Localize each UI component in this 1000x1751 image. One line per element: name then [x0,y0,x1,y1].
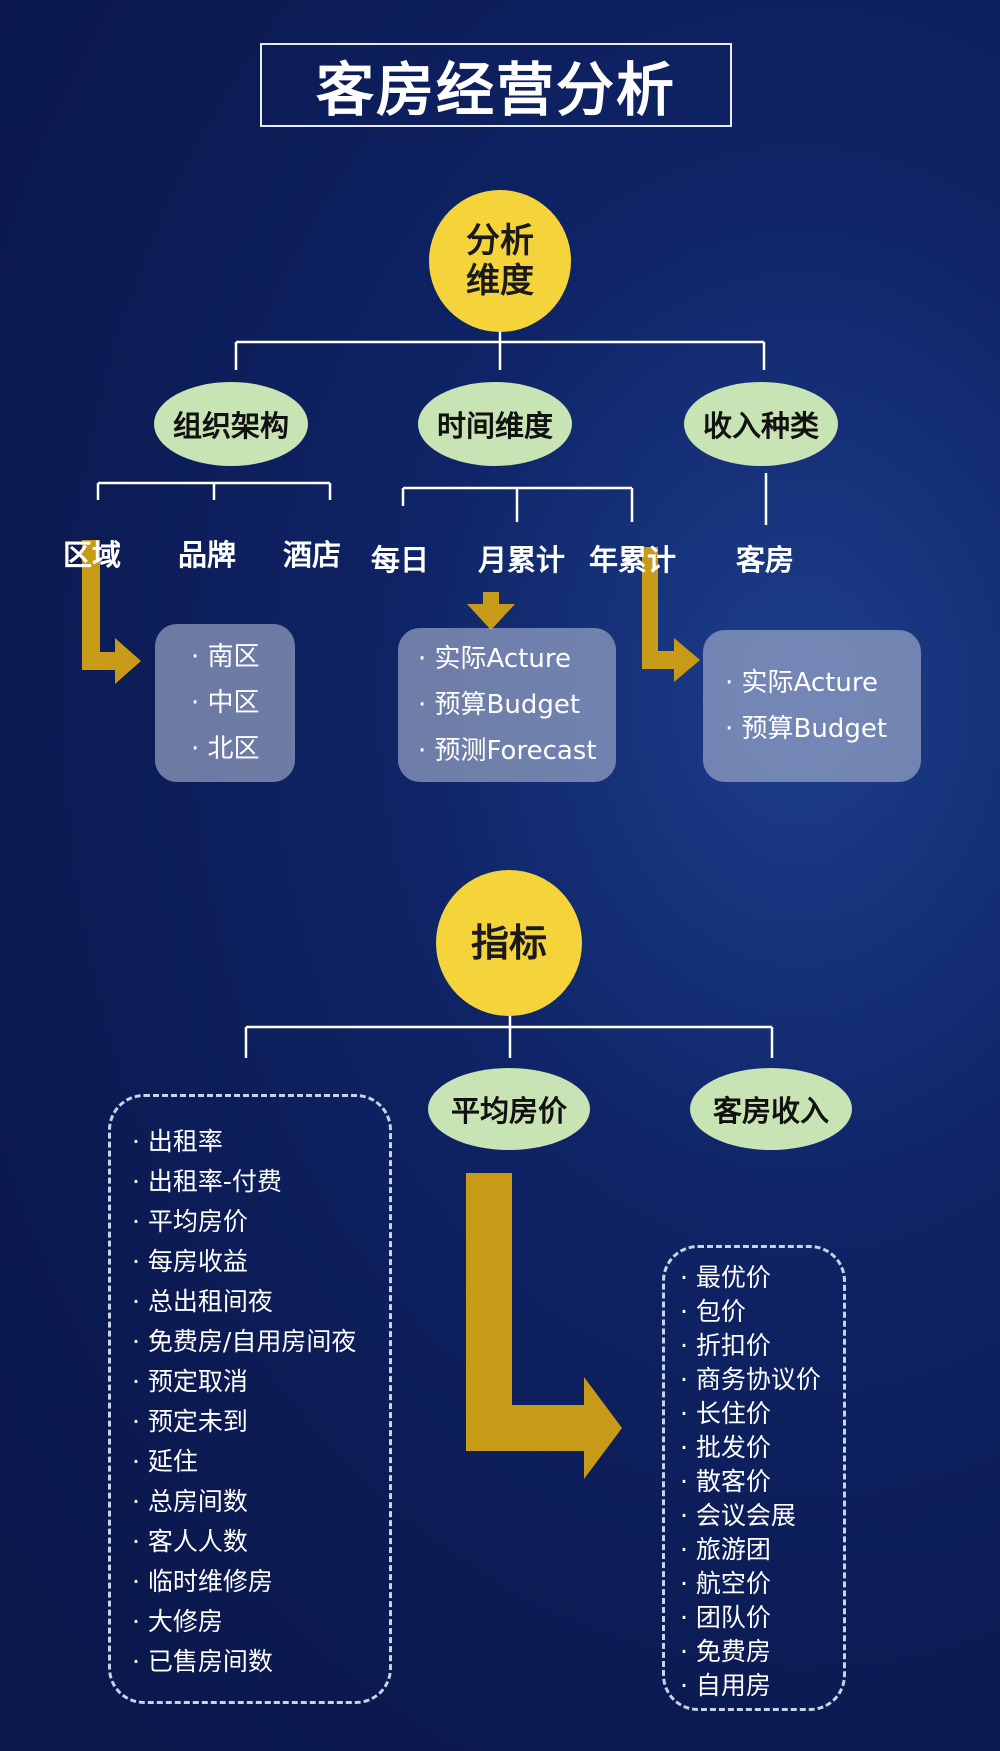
list-item: · 临时维修房 [132,1567,273,1596]
arrow-month-to-card [467,592,515,630]
list-item: · 包价 [680,1297,746,1326]
list-item: · 出租率-付费 [132,1167,282,1196]
label-hotel: 酒店 [283,538,342,572]
list-item: · 商务协议价 [680,1365,821,1394]
region-card: · 南区 · 中区 · 北区 [155,624,295,782]
label-year-to-date: 年累计 [589,543,677,577]
list-item: · 散客价 [680,1467,771,1496]
region-central: · 中区 [191,688,260,718]
region-north: · 北区 [191,734,260,764]
arrow-avgprice-to-pricelist [466,1173,622,1479]
org-structure-node: 组织架构 [154,382,308,466]
arrow-region-to-card [82,540,141,684]
list-item: · 批发价 [680,1433,771,1462]
list-item: · 大修房 [132,1607,223,1636]
analysis-dimension-line2: 维度 [466,261,534,301]
list-item: · 预定取消 [132,1367,248,1396]
list-item: · 延住 [132,1447,198,1476]
list-item: · 折扣价 [680,1331,771,1360]
list-item: · 航空价 [680,1569,771,1598]
price-type-list-box [662,1245,846,1711]
list-item: · 每房收益 [132,1247,248,1276]
analysis-dimension-node: 分析 维度 [429,190,571,332]
list-item: · 免费房 [680,1637,771,1666]
list-item: · 平均房价 [132,1207,248,1236]
arrow-year-to-card [642,547,700,682]
label-month-to-date: 月累计 [478,543,566,577]
list-item: · 团队价 [680,1603,771,1632]
list-item: · 出租率 [132,1127,223,1156]
page-title: 客房经营分析 [260,43,732,127]
month-card: · 实际Acture · 预算Budget · 预测Forecast [398,628,616,782]
analysis-dimension-line1: 分析 [466,221,534,261]
label-rooms: 客房 [736,543,795,577]
time-dimension-node: 时间维度 [418,382,572,466]
year-actual: · 实际Acture [725,668,878,698]
list-item: · 总出租间夜 [132,1287,273,1316]
list-item: · 长住价 [680,1399,771,1428]
metrics-node: 指标 [436,870,582,1016]
list-item: · 预定未到 [132,1407,248,1436]
month-budget: · 预算Budget [418,690,581,720]
year-card: · 实际Acture · 预算Budget [703,630,921,782]
year-budget: · 预算Budget [725,714,888,744]
label-brand: 品牌 [178,538,237,572]
region-south: · 南区 [191,642,260,672]
label-region: 区域 [63,538,122,572]
month-actual: · 实际Acture [418,644,571,674]
list-item: · 会议会展 [680,1501,796,1530]
indicator-list-box [108,1094,392,1704]
list-item: · 免费房/自用房间夜 [132,1327,357,1356]
label-daily: 每日 [371,543,430,577]
room-revenue-node: 客房收入 [690,1068,852,1150]
list-item: · 旅游团 [680,1535,771,1564]
month-forecast: · 预测Forecast [418,736,597,766]
list-item: · 已售房间数 [132,1647,273,1676]
list-item: · 自用房 [680,1671,771,1700]
revenue-type-node: 收入种类 [684,382,838,466]
avg-room-rate-node: 平均房价 [428,1068,590,1150]
list-item: · 最优价 [680,1263,771,1292]
list-item: · 总房间数 [132,1487,248,1516]
list-item: · 客人人数 [132,1527,248,1556]
